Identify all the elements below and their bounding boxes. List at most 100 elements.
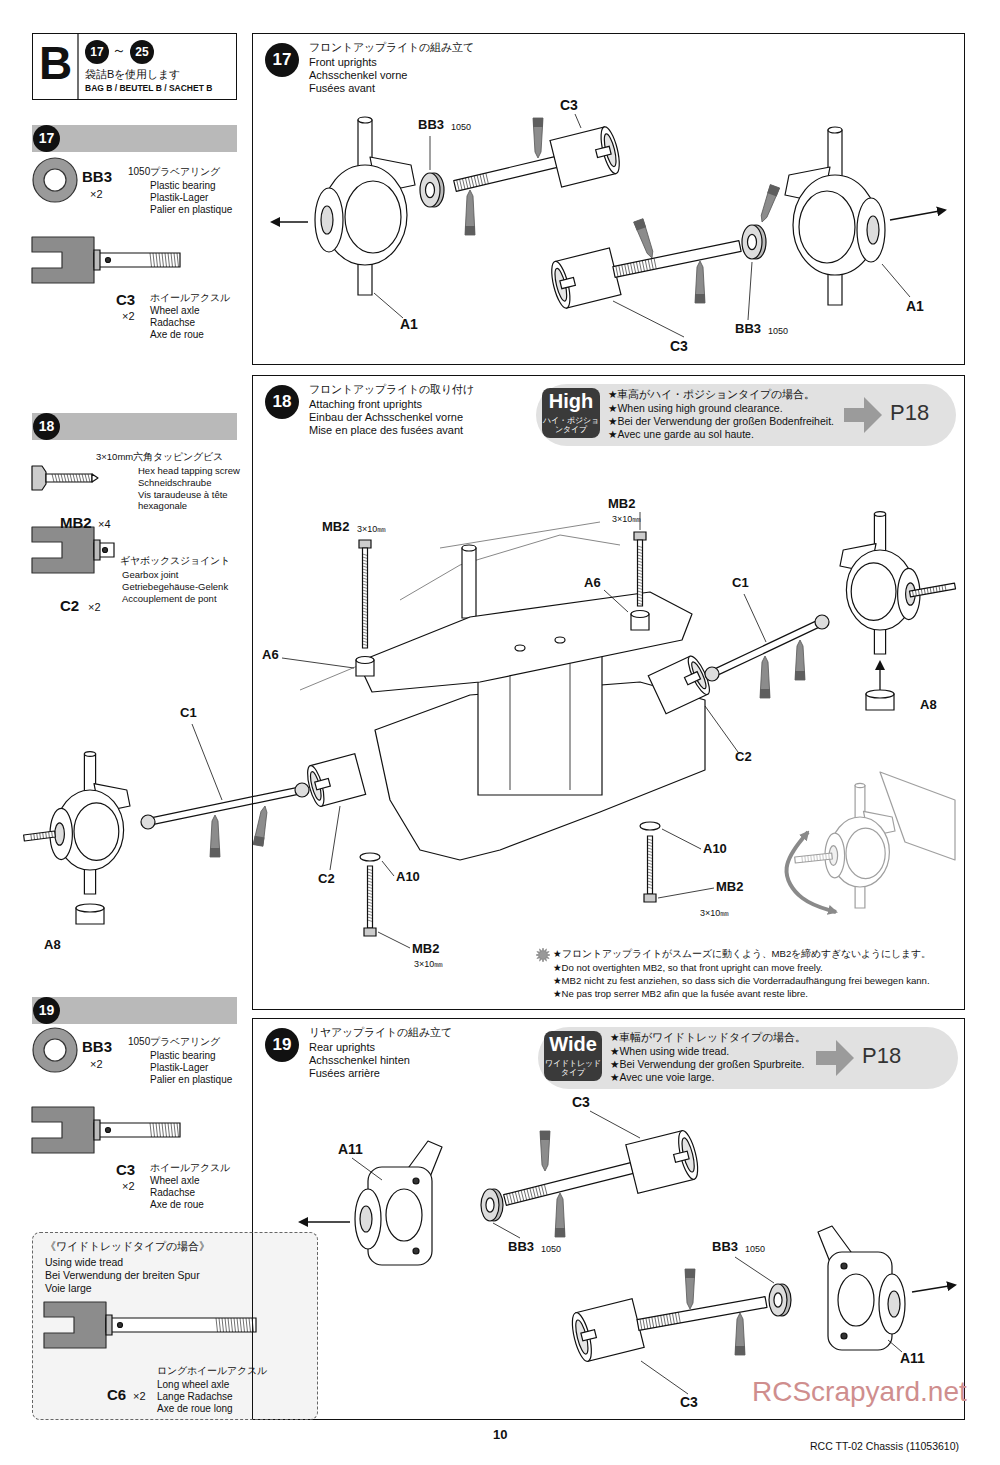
thread-line <box>363 563 368 565</box>
thread-line <box>363 572 368 574</box>
part-code: C3 <box>572 1094 590 1110</box>
thread-line <box>822 854 824 860</box>
part-name: Long wheel axle <box>157 1379 229 1391</box>
page-arrow <box>816 1040 854 1076</box>
thread-line <box>243 1318 245 1332</box>
thread-line <box>363 596 368 598</box>
thread-line <box>368 902 373 904</box>
thread-line <box>936 586 937 592</box>
grease-mark <box>253 836 264 847</box>
thread-line <box>825 854 827 860</box>
thread-line <box>654 258 656 269</box>
thread-line <box>363 599 368 601</box>
shock-post <box>462 545 476 551</box>
bearing <box>748 234 757 249</box>
part-code: C2 <box>60 597 79 614</box>
quantity: ×2 <box>122 310 135 323</box>
thread-line <box>73 474 75 482</box>
thread-line <box>631 263 633 274</box>
grease-mark <box>555 1228 565 1237</box>
part-code: C3 <box>670 338 688 354</box>
page-arrow <box>844 397 882 433</box>
part-code: MB2 <box>716 880 743 895</box>
upright <box>360 1206 372 1232</box>
thread-line <box>477 175 480 186</box>
axle-icon <box>32 237 94 283</box>
axle-icon <box>106 1128 111 1133</box>
grease-mark <box>540 1131 550 1171</box>
thread-line <box>933 587 934 593</box>
thread-line <box>507 1194 510 1205</box>
grease-mark <box>685 1269 695 1309</box>
part-name: 1050プラベアリング <box>128 166 220 178</box>
thread-line <box>88 474 90 482</box>
thread-line <box>638 594 643 596</box>
direction-arrow <box>272 221 308 222</box>
thread-line <box>465 178 468 189</box>
drive-shaft <box>705 667 719 681</box>
screw <box>638 540 643 606</box>
header-divider <box>77 33 78 100</box>
thread-line <box>649 1317 651 1328</box>
step-title: Mise en place des fusées avant <box>309 424 463 437</box>
thread-line <box>368 893 373 895</box>
grease-mark <box>210 848 220 857</box>
thread-line <box>153 1123 155 1137</box>
grease-mark <box>465 226 475 235</box>
thread-line <box>813 855 815 861</box>
thread-line <box>536 1187 539 1198</box>
part-name: Accouplement de pont <box>122 594 217 605</box>
option-note: ★Bei der Verwendung der großen Bodenfrei… <box>608 415 834 427</box>
thread-line <box>363 644 368 646</box>
axle-icon <box>44 1302 106 1348</box>
thread-line <box>648 875 653 877</box>
spacer <box>631 611 649 618</box>
leader-line <box>378 932 410 948</box>
thread-line <box>159 1123 161 1137</box>
washer <box>640 822 660 830</box>
thread-line <box>648 857 653 859</box>
bag-note: BAG B / BEUTEL B / SACHET B <box>85 84 212 94</box>
part-size: 1050 <box>768 326 788 336</box>
screw-icon <box>92 474 98 482</box>
thread-line <box>924 588 925 594</box>
thread-line <box>670 1314 672 1325</box>
upright <box>846 828 885 878</box>
thread-line <box>368 872 373 874</box>
bearing <box>769 1284 787 1316</box>
caution-note: ★Ne pas trop serrer MB2 afin que la fusé… <box>553 988 808 999</box>
part-code: A1 <box>906 298 924 314</box>
thread-line <box>628 264 630 275</box>
thread-line <box>363 578 368 580</box>
step-title: Achsschenkel vorne <box>309 69 407 82</box>
axle-icon <box>106 1315 112 1335</box>
thread-line <box>368 911 373 913</box>
range-mark: ～ <box>112 42 126 58</box>
step-title: Einbau der Achsschenkel vorne <box>309 411 463 424</box>
quantity: ×2 <box>90 1058 103 1071</box>
thread-line <box>619 265 621 276</box>
upright <box>841 1333 847 1339</box>
grease-mark <box>210 815 220 857</box>
thread-line <box>638 561 643 563</box>
part-name: Plastic bearing <box>150 1050 216 1062</box>
option-callout: Wideワイドトレッドタイプ★車幅がワイドトレッドタイプの場合。★When us… <box>538 1027 958 1089</box>
option-tag: Wide <box>544 1031 602 1058</box>
part-code: C2 <box>735 750 752 765</box>
upright <box>84 752 95 757</box>
thread-line <box>150 253 152 267</box>
thread-line <box>638 576 643 578</box>
chassis-outline <box>400 535 620 600</box>
thread-line <box>678 1312 680 1323</box>
gear-joint <box>315 778 331 789</box>
thread-line <box>638 564 643 566</box>
axle-shaft <box>24 831 56 841</box>
axle-icon <box>94 540 100 560</box>
upright <box>74 803 119 861</box>
thread-line <box>368 878 373 880</box>
thread-line <box>638 549 643 551</box>
leader-line <box>658 888 714 898</box>
thread-line <box>816 855 818 861</box>
upright <box>838 1274 874 1326</box>
thread-line <box>153 253 155 267</box>
